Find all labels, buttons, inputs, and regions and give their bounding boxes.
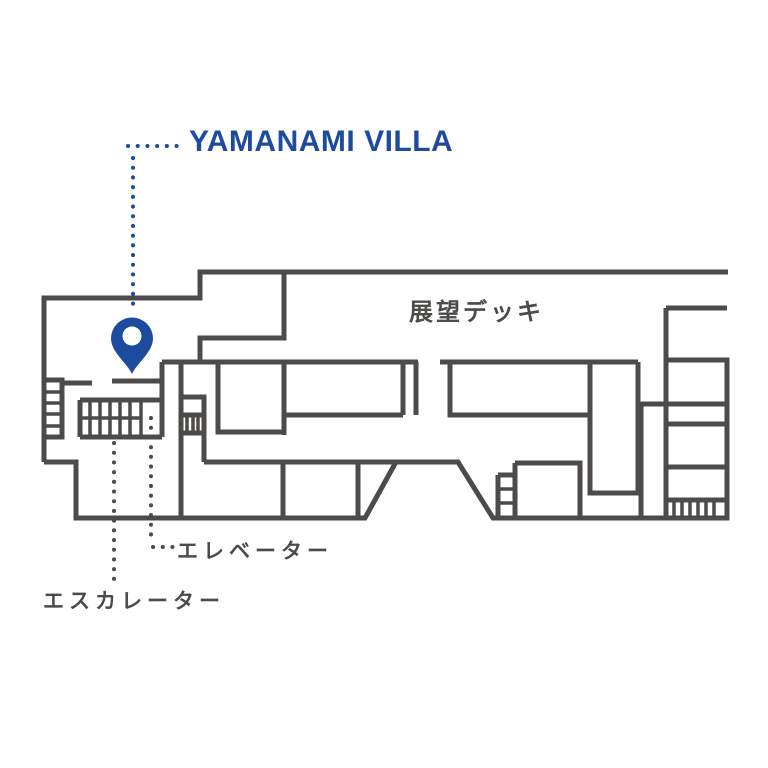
wall-line: [215, 362, 284, 435]
observation-deck-label: 展望デッキ: [409, 299, 544, 326]
escalator-label: エスカレーター: [43, 590, 225, 613]
elevator-label: エレベーター: [177, 540, 333, 563]
location-pin-hole: [122, 326, 142, 346]
wall-line: [44, 459, 399, 521]
wall-line: [447, 362, 590, 418]
wall-line: [515, 460, 583, 518]
wall-line: [41, 269, 728, 462]
wall-line: [44, 377, 65, 440]
villa-label: YAMANAMI VILLA: [189, 125, 454, 158]
wall-line: [204, 357, 730, 521]
wall-line: [181, 394, 207, 462]
location-pin-icon[interactable]: [111, 317, 153, 375]
wall-line: [587, 362, 641, 496]
wall-line: [197, 272, 287, 362]
